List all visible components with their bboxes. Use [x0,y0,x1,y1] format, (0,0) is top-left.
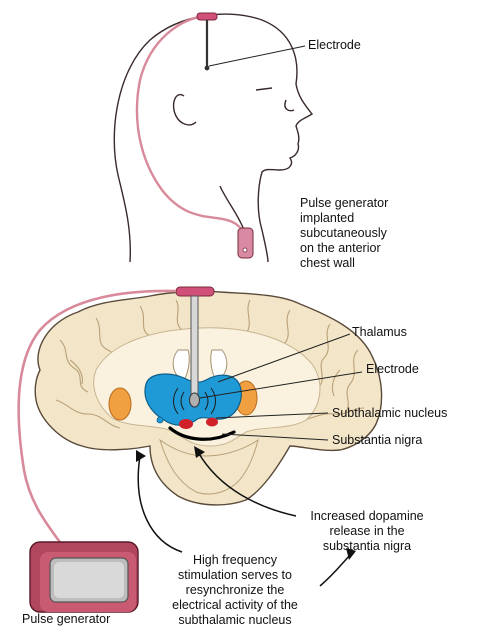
label-stimulation-note-2: stimulation serves to [152,568,318,583]
lead-wire-top [137,16,246,240]
implanted-generator [238,228,253,258]
label-dopamine-note-2: release in the [292,524,442,539]
label-pulse-generator-note-1: Pulse generator [300,196,388,211]
label-dopamine-note-1: Increased dopamine [292,509,442,524]
subthalamic-nucleus-right [206,418,218,427]
label-stimulation-note-4: electrical activity of the [152,598,318,613]
label-dopamine-note-3: substantia nigra [292,539,442,554]
label-subthalamic-nucleus: Subthalamic nucleus [332,406,447,421]
putamen-left [109,388,131,420]
label-stimulation-note-5: subthalamic nucleus [152,613,318,628]
label-substantia-nigra: Substantia nigra [332,433,422,448]
electrode-shaft-brain [191,296,198,400]
label-pulse-generator-note-5: chest wall [300,256,355,271]
electrode-tip [190,393,200,407]
electrode-cap-brain [176,287,214,296]
label-electrode-top: Electrode [308,38,361,53]
electrode-top-leader [209,46,305,66]
label-stimulation-note-1: High frequency [152,553,318,568]
label-thalamus: Thalamus [352,325,407,340]
label-pulse-generator-note-3: subcutaneously [300,226,387,241]
label-stimulation-note-3: resynchronize the [152,583,318,598]
pulse-generator-device [30,542,138,612]
label-pulse-generator-note-4: on the anterior [300,241,381,256]
label-pulse-generator: Pulse generator [22,612,110,627]
label-electrode-brain: Electrode [366,362,419,377]
subthalamic-nucleus-left [179,419,193,429]
label-pulse-generator-note-2: implanted [300,211,354,226]
electrode-cap-top [197,13,217,20]
head-profile [114,14,312,262]
